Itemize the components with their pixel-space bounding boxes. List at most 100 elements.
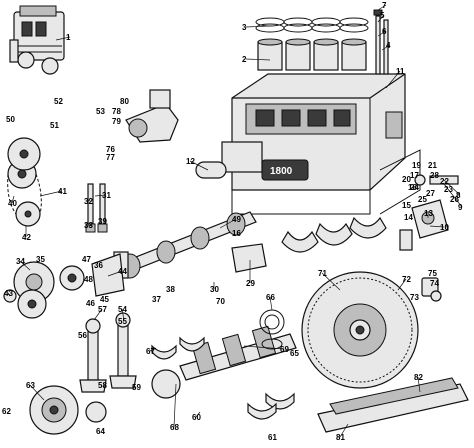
callout-17: 17 bbox=[410, 171, 419, 180]
callout-78: 78 bbox=[112, 107, 121, 116]
timing-gears bbox=[3, 261, 85, 319]
callout-35: 35 bbox=[36, 255, 45, 264]
callout-45: 45 bbox=[100, 295, 109, 304]
callout-70: 70 bbox=[216, 297, 225, 306]
connecting-rods bbox=[79, 312, 137, 393]
bearing-shells bbox=[151, 336, 295, 420]
leader-line-40 bbox=[11, 195, 15, 204]
callout-62: 62 bbox=[2, 407, 11, 416]
callout-21: 21 bbox=[428, 161, 437, 170]
leader-line-69 bbox=[243, 345, 285, 350]
leader-line-68 bbox=[173, 383, 177, 428]
callout-38: 38 bbox=[166, 285, 175, 294]
callout-30: 30 bbox=[210, 285, 219, 294]
leader-line-72 bbox=[397, 278, 407, 291]
callout-32: 32 bbox=[84, 197, 93, 206]
fittings bbox=[421, 277, 442, 302]
callout-41: 41 bbox=[58, 187, 67, 196]
callout-58: 58 bbox=[98, 381, 107, 390]
callout-20: 20 bbox=[402, 175, 411, 184]
timing-chain bbox=[7, 137, 42, 227]
callout-34: 34 bbox=[16, 257, 25, 266]
leader-line-8 bbox=[443, 179, 461, 196]
engine-plate-text: 1800 bbox=[270, 166, 293, 177]
leader-line-49 bbox=[219, 218, 237, 229]
leader-line-43 bbox=[7, 292, 11, 297]
leader-line-2 bbox=[245, 58, 271, 61]
callout-82: 82 bbox=[414, 373, 423, 382]
callout-31: 31 bbox=[102, 191, 111, 200]
callout-23: 23 bbox=[444, 185, 453, 194]
complete-engine-illustration bbox=[9, 5, 65, 75]
callout-59: 59 bbox=[132, 383, 141, 392]
callout-77: 77 bbox=[106, 153, 115, 162]
callout-54: 54 bbox=[118, 305, 127, 314]
leader-line-71 bbox=[321, 272, 341, 291]
callout-46: 46 bbox=[86, 299, 95, 308]
leader-line-1 bbox=[55, 36, 71, 41]
callout-1: 1 bbox=[66, 33, 71, 42]
callout-76: 76 bbox=[106, 145, 115, 154]
flywheel bbox=[301, 271, 419, 389]
leader-line-60 bbox=[195, 411, 201, 418]
callout-42: 42 bbox=[22, 233, 31, 242]
callout-19: 19 bbox=[412, 161, 421, 170]
callout-50: 50 bbox=[6, 115, 15, 124]
callout-3: 3 bbox=[242, 23, 247, 32]
leader-line-41 bbox=[39, 190, 63, 197]
callout-28: 28 bbox=[430, 171, 439, 180]
leader-line-11 bbox=[385, 70, 401, 89]
leader-line-54 bbox=[121, 308, 125, 321]
callout-79: 79 bbox=[112, 117, 121, 126]
callout-4: 4 bbox=[386, 41, 391, 50]
callout-75: 75 bbox=[428, 269, 437, 278]
leader-line-44 bbox=[107, 270, 123, 277]
leader-line-34 bbox=[19, 260, 31, 271]
front-plate bbox=[91, 253, 125, 297]
callout-74: 74 bbox=[430, 279, 439, 288]
callout-47: 47 bbox=[82, 255, 91, 264]
callout-39: 39 bbox=[98, 217, 107, 226]
leader-line-66 bbox=[269, 296, 273, 311]
crank-pulley bbox=[29, 385, 107, 435]
main-bearing-caps bbox=[195, 161, 387, 253]
callout-18: 18 bbox=[408, 183, 417, 192]
callout-7: 7 bbox=[382, 1, 387, 10]
callout-10: 10 bbox=[440, 223, 449, 232]
callout-49: 49 bbox=[232, 215, 241, 224]
callout-64: 64 bbox=[96, 427, 105, 436]
leader-line-5 bbox=[377, 14, 385, 23]
callout-5: 5 bbox=[380, 11, 385, 20]
water-pump bbox=[125, 89, 179, 143]
callout-16: 16 bbox=[232, 229, 241, 238]
callout-6: 6 bbox=[382, 27, 387, 36]
leader-line-67 bbox=[149, 347, 157, 352]
callout-43: 43 bbox=[4, 289, 13, 298]
callout-25: 25 bbox=[418, 195, 427, 204]
callout-13: 13 bbox=[424, 209, 433, 218]
callout-56: 56 bbox=[78, 331, 87, 340]
tappets bbox=[85, 183, 108, 233]
callout-labels: 1234567891011121314151617181920212223242… bbox=[2, 1, 463, 442]
callout-8: 8 bbox=[456, 191, 461, 200]
callout-24: 24 bbox=[410, 183, 419, 192]
callout-69: 69 bbox=[280, 345, 289, 354]
callout-14: 14 bbox=[404, 213, 413, 222]
leader-line-31 bbox=[94, 194, 107, 197]
crankshaft bbox=[151, 325, 297, 399]
leader-line-32 bbox=[87, 199, 91, 202]
callout-29: 29 bbox=[246, 279, 255, 288]
leader-line-7 bbox=[377, 4, 387, 11]
callout-52: 52 bbox=[54, 97, 63, 106]
callout-71: 71 bbox=[318, 269, 327, 278]
callout-40: 40 bbox=[8, 199, 17, 208]
callout-36: 36 bbox=[94, 261, 103, 270]
callout-61: 61 bbox=[268, 433, 277, 442]
callout-2: 2 bbox=[242, 55, 247, 64]
callout-67: 67 bbox=[146, 347, 155, 356]
callout-65: 65 bbox=[290, 349, 299, 358]
callout-81: 81 bbox=[336, 433, 345, 442]
callout-15: 15 bbox=[402, 201, 411, 210]
leader-line-57 bbox=[93, 308, 103, 321]
